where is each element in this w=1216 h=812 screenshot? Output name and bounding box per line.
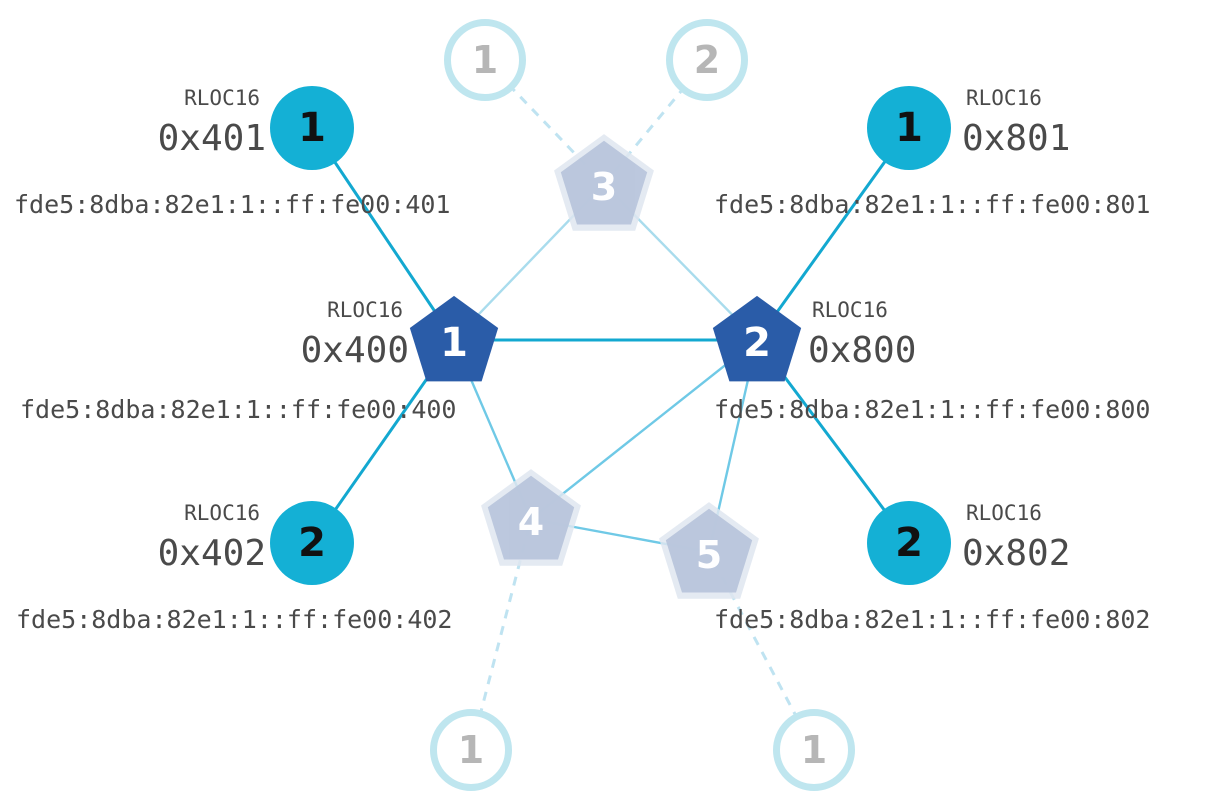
label-800-caption: RLOC16	[812, 298, 888, 322]
device-node-inactive-top-right[interactable]: 2	[666, 19, 748, 101]
label-802-rloc16: 0x802	[962, 533, 1071, 574]
device-801-number: 1	[895, 105, 923, 151]
label-401-ipv6: fde5:8dba:82e1:1::ff:fe00:401	[14, 190, 451, 219]
label-800-ipv6: fde5:8dba:82e1:1::ff:fe00:800	[714, 395, 1151, 424]
label-801-caption: RLOC16	[966, 86, 1042, 110]
device-inactive-bottom-right-number: 1	[800, 728, 828, 772]
device-node-402[interactable]: 2	[270, 501, 354, 585]
router-3-number: 3	[590, 165, 618, 209]
edge-device801-router800	[755, 127, 911, 341]
label-801-ipv6: fde5:8dba:82e1:1::ff:fe00:801	[714, 190, 1151, 219]
edge-router800-router4	[530, 339, 758, 520]
router-800-number: 2	[743, 320, 771, 366]
label-802-caption: RLOC16	[966, 501, 1042, 525]
label-401-rloc16: 0x401	[157, 118, 266, 159]
device-node-401[interactable]: 1	[270, 86, 354, 170]
device-inactive-bottom-left-number: 1	[457, 728, 485, 772]
device-inactive-top-right-number: 2	[693, 38, 721, 82]
label-801-rloc16: 0x801	[962, 118, 1071, 159]
device-401-number: 1	[298, 105, 326, 151]
device-inactive-top-left-number: 1	[471, 38, 499, 82]
label-800-rloc16: 0x800	[808, 330, 917, 371]
label-802-ipv6: fde5:8dba:82e1:1::ff:fe00:802	[714, 605, 1151, 634]
device-402-number: 2	[298, 520, 326, 566]
label-400-caption: RLOC16	[327, 298, 403, 322]
label-400-rloc16: 0x400	[300, 330, 409, 371]
label-400-ipv6: fde5:8dba:82e1:1::ff:fe00:400	[20, 395, 457, 424]
label-402-caption: RLOC16	[184, 501, 260, 525]
label-401-caption: RLOC16	[184, 86, 260, 110]
device-node-801[interactable]: 1	[867, 86, 951, 170]
router-5-number: 5	[695, 533, 723, 577]
router-400-number: 1	[440, 320, 468, 366]
device-node-802[interactable]: 2	[867, 501, 951, 585]
label-402-rloc16: 0x402	[157, 533, 266, 574]
edge-device401-router400	[310, 127, 456, 341]
label-402-ipv6: fde5:8dba:82e1:1::ff:fe00:402	[16, 605, 453, 634]
device-node-inactive-bottom-right[interactable]: 1	[773, 709, 855, 791]
router-4-number: 4	[517, 500, 545, 544]
device-node-inactive-bottom-left[interactable]: 1	[430, 709, 512, 791]
device-802-number: 2	[895, 520, 923, 566]
device-node-inactive-top-left[interactable]: 1	[444, 19, 526, 101]
